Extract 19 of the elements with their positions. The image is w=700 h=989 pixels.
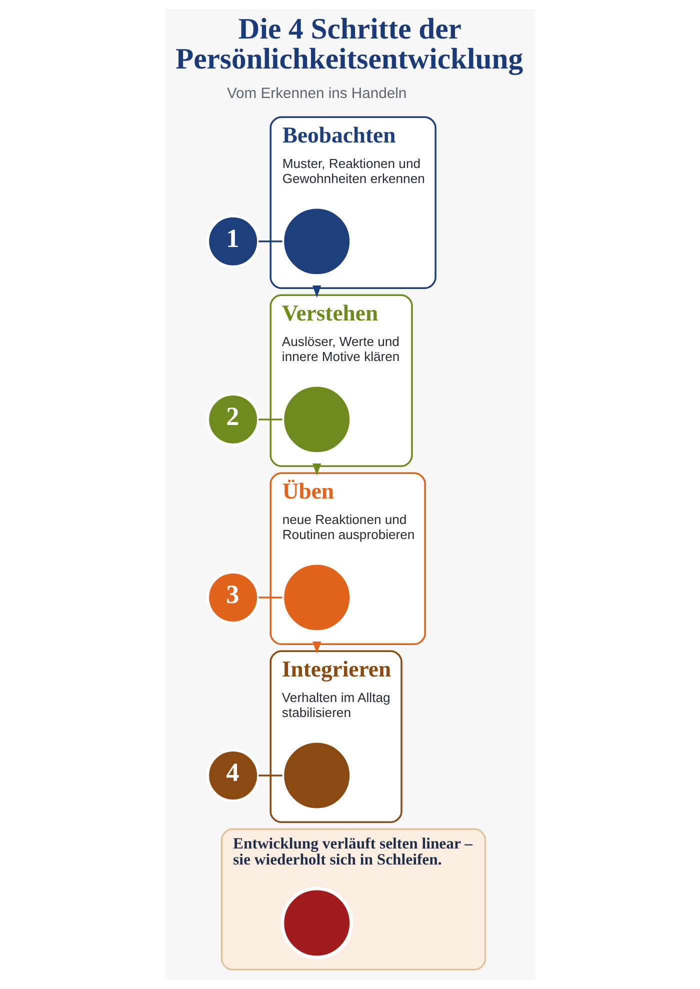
- connector: [258, 418, 282, 420]
- connector: [258, 774, 282, 776]
- label: Vom Erkennen ins Handeln: [226, 86, 407, 102]
- node-circle: 1: [206, 214, 260, 268]
- arrow: [312, 286, 322, 298]
- cluster: Verstehen Auslöser, Werte und innere Motive klären: [270, 294, 413, 468]
- node-circle: 3: [206, 570, 260, 624]
- node-circle: 2: [206, 392, 260, 446]
- connector: [258, 240, 282, 242]
- cluster: Üben neue Reaktionen und Routinen ausprobieren: [270, 472, 426, 646]
- cluster: Beobachten Muster, Reaktionen und Gewohnheiten erkennen: [270, 116, 436, 289]
- cluster: Integrieren Verhalten im Alltag stabilisieren: [270, 650, 402, 824]
- arrow: [312, 642, 322, 654]
- connector: [258, 596, 282, 598]
- cluster: Entwicklung verläuft selten linear – sie wiederholt sich in Schleifen.: [220, 828, 486, 971]
- node-circle: [280, 886, 354, 960]
- arrow: [312, 464, 322, 476]
- diagram-title: Die 4 Schritte der Persönlichkeitsentwicklung: [175, 14, 524, 76]
- node-circle: 4: [206, 748, 260, 802]
